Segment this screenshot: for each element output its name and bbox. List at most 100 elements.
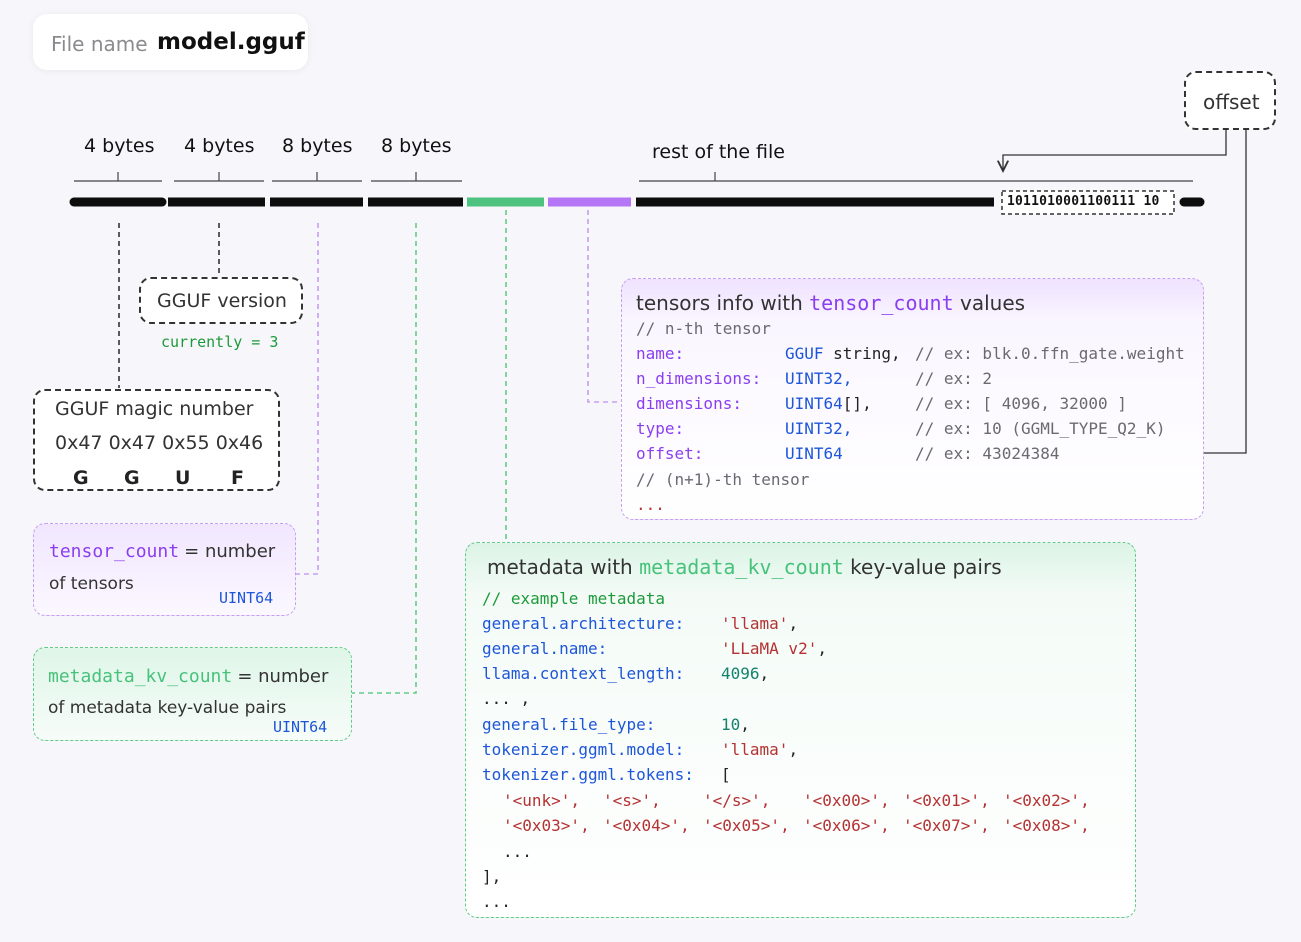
gguf-version-title: GGUF version	[157, 290, 287, 312]
tensor-row-offset-ex: // ex: 43024384	[915, 444, 1060, 463]
token-item: '<0x08>',	[1003, 816, 1090, 835]
gguf-version-box: GGUF version	[139, 277, 303, 324]
tensor-count-type: UINT64	[219, 589, 274, 607]
file-name-value: model.gguf	[157, 29, 305, 55]
tensor-row-offset-type: UINT64	[785, 444, 843, 463]
metadata-title-code: metadata_kv_count	[639, 555, 844, 579]
metadata-kv-count-line: metadata_kv_count = number	[48, 666, 328, 687]
meta-val-file-type-t: ,	[740, 715, 750, 734]
metadata-kv-count-box: metadata_kv_count = number of metadata k…	[33, 647, 352, 741]
metadata-title: metadata with metadata_kv_count key-valu…	[487, 555, 1002, 579]
meta-val-name-v: 'LLaMA v2'	[721, 639, 818, 658]
metadata-kv-count-name: metadata_kv_count	[48, 666, 233, 687]
token-item: '<0x05>',	[703, 816, 790, 835]
tensors-info-box: tensors info with tensor_count values //…	[621, 278, 1204, 520]
file-name-label: File name	[51, 32, 148, 56]
magic-hex-3: 0x46	[215, 432, 264, 454]
meta-val-architecture-t: ,	[788, 614, 799, 633]
meta-val-name: 'LLaMA v2',	[721, 639, 827, 658]
magic-hex-0: 0x47	[55, 432, 103, 454]
rest-of-file-label: rest of the file	[652, 141, 785, 163]
tensor-row-dims-ex: // ex: [ 4096, 32000 ]	[915, 394, 1127, 413]
tensor-row-name-ex: // ex: blk.0.ffn_gate.weight	[915, 344, 1185, 363]
tensor-row-dims-type-a: UINT64	[785, 394, 843, 413]
meta-val-context-length: 4096,	[721, 664, 769, 683]
token-item: '<0x00>',	[803, 791, 890, 810]
magic-bytes-label: 4 bytes	[84, 135, 155, 157]
tensor-row-name-key: name:	[636, 344, 685, 363]
tensor-row-name-type: GGUF string,	[785, 344, 901, 363]
token-item: '</s>',	[703, 791, 771, 810]
gguf-version-note: currently = 3	[161, 333, 279, 351]
meta-val-file-type: 10,	[721, 715, 750, 734]
meta-val-architecture-v: 'llama'	[721, 614, 789, 633]
tensor-row-dims-key: dimensions:	[636, 394, 742, 413]
meta-val-name-t: ,	[817, 639, 827, 658]
gguf-magic-title: GGUF magic number	[55, 398, 254, 420]
meta-key-tokenizer-model: tokenizer.ggml.model:	[482, 740, 685, 759]
metadata-comment: // example metadata	[482, 589, 666, 608]
tensor-row-ndims-ex: // ex: 2	[915, 369, 993, 388]
meta-key-architecture: general.architecture:	[482, 614, 685, 633]
token-item: '<0x02>',	[1003, 791, 1090, 810]
metadata-title-b: key-value pairs	[843, 555, 1002, 579]
kv-count-bytes-label: 8 bytes	[381, 135, 452, 157]
tensor-row-ndims-type: UINT32,	[785, 369, 853, 388]
token-item: '<0x06>',	[803, 816, 890, 835]
meta-val-context-length-v: 4096	[721, 664, 760, 683]
file-name-card: File name model.gguf	[33, 14, 308, 70]
meta-val-tokenizer-tokens: [	[721, 765, 731, 784]
tensor-count-box: tensor_count = number of tensors UINT64	[33, 523, 296, 616]
tensors-info-comment-next: // (n+1)-th tensor	[636, 470, 810, 489]
tensor-row-offset-key: offset:	[636, 444, 704, 463]
meta-val-context-length-t: ,	[759, 664, 770, 683]
metadata-kv-count-eq: = number	[237, 666, 329, 687]
meta-key-tokenizer-tokens: tokenizer.ggml.tokens:	[482, 765, 694, 784]
tensors-info-title: tensors info with tensor_count values	[636, 291, 1025, 315]
token-item: '<0x04>',	[603, 816, 690, 835]
magic-char-0: G	[73, 467, 89, 489]
tensor-row-type-key: type:	[636, 419, 685, 438]
tensors-info-title-b: values	[953, 291, 1026, 315]
meta-val-file-type-v: 10	[721, 715, 741, 734]
tensor-row-type-type: UINT32,	[785, 419, 853, 438]
tensors-info-title-code: tensor_count	[809, 291, 954, 315]
token-item: '<0x01>',	[903, 791, 990, 810]
meta-val-tokenizer-model-t: ,	[788, 740, 799, 759]
metadata-ellipsis: ...	[482, 892, 511, 911]
token-item: '<0x03>',	[503, 816, 590, 835]
tokens-close: ],	[482, 867, 502, 886]
tensor-row-dims-type: UINT64[],	[785, 394, 872, 413]
tensor-row-ndims-key: n_dimensions:	[636, 369, 762, 388]
tensors-info-comment-nth: // n-th tensor	[636, 319, 771, 338]
tensor-count-name: tensor_count	[49, 541, 180, 562]
offset-box: offset	[1184, 71, 1276, 130]
offset-bits: 1011010001100111 10	[1007, 194, 1160, 209]
version-bytes-label: 4 bytes	[184, 135, 255, 157]
metadata-kv-count-type: UINT64	[273, 718, 328, 736]
tensors-info-ellipsis: ...	[636, 495, 665, 514]
tensor-row-name-type-b: string,	[823, 344, 901, 363]
token-item: '<0x07>',	[903, 816, 990, 835]
magic-char-3: F	[231, 467, 244, 489]
tensor-row-type-ex: // ex: 10 (GGML_TYPE_Q2_K)	[915, 419, 1166, 438]
tensor-row-dims-type-b: [],	[842, 394, 872, 413]
offset-label: offset	[1203, 90, 1260, 114]
tokens-inner-ellipsis: ...	[503, 842, 532, 861]
metadata-box: metadata with metadata_kv_count key-valu…	[465, 542, 1136, 918]
magic-hex-values: 0x47 0x47 0x55 0x46	[55, 432, 263, 454]
tensor-count-desc: of tensors	[49, 574, 134, 594]
tensor-count-eq: = number	[184, 541, 276, 562]
magic-char-2: U	[175, 467, 191, 489]
meta-val-tokenizer-model: 'llama',	[721, 740, 798, 759]
meta-key-file-type: general.file_type:	[482, 715, 656, 734]
magic-hex-1: 0x47	[108, 432, 157, 454]
meta-val-tokenizer-model-v: 'llama'	[721, 740, 789, 759]
token-item: '<s>',	[603, 791, 661, 810]
gguf-magic-box: GGUF magic number 0x47 0x47 0x55 0x46 G …	[33, 389, 280, 491]
magic-char-1: G	[124, 467, 140, 489]
magic-hex-2: 0x55	[162, 432, 210, 454]
tensor-row-name-type-a: GGUF	[785, 344, 824, 363]
token-item: '<unk>',	[503, 791, 581, 810]
